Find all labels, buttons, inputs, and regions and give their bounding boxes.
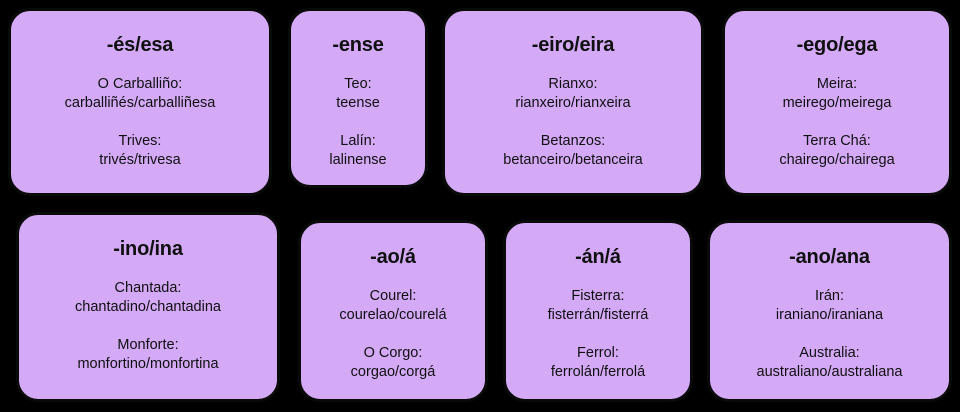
suffix-card-an-a[interactable]: -án/á Fisterra: fisterrán/fisterrá Ferro… [503, 220, 693, 402]
example-place: Rianxo: [548, 76, 598, 92]
suffix-card-es-esa[interactable]: -és/esa O Carballiño: carballiñés/carbal… [8, 8, 272, 196]
example-forms: courelao/courelá [339, 307, 447, 323]
card-examples: Chantada: chantadino/chantadina Monforte… [19, 279, 277, 374]
example-forms: rianxeiro/rianxeira [515, 95, 631, 111]
card-title: -ino/ina [113, 238, 183, 260]
example-entry: Teo: teense [336, 75, 380, 113]
example-forms: monfortino/monfortina [77, 356, 219, 372]
example-entry: Ferrol: ferrolán/ferrolá [551, 344, 645, 382]
card-examples: O Carballiño: carballiñés/carballiñesa T… [11, 75, 269, 170]
suffix-card-ino-ina[interactable]: -ino/ina Chantada: chantadino/chantadina… [16, 212, 280, 402]
example-entry: O Corgo: corgao/corgá [351, 344, 436, 382]
example-place: Trives: [118, 133, 162, 149]
example-entry: Courel: courelao/courelá [339, 287, 446, 325]
example-place: Betanzos: [540, 133, 606, 149]
example-forms: ferrolán/ferrolá [550, 364, 646, 380]
example-entry: Meira: meirego/meirega [783, 75, 892, 113]
example-entry: O Carballiño: carballiñés/carballiñesa [65, 75, 216, 113]
card-examples: Courel: courelao/courelá O Corgo: corgao… [301, 287, 485, 382]
example-entry: Chantada: chantadino/chantadina [75, 279, 221, 317]
example-place: Chantada: [114, 280, 182, 296]
example-place: O Carballiño: [97, 76, 183, 92]
suffix-card-ense[interactable]: -ense Teo: teense Lalín: lalinense [288, 8, 428, 188]
example-forms: chairego/chairega [779, 152, 895, 168]
card-examples: Meira: meirego/meirega Terra Chá: chaire… [725, 75, 949, 170]
example-forms: betanceiro/betanceira [503, 152, 643, 168]
example-forms: trivés/trivesa [99, 152, 181, 168]
example-place: Meira: [816, 76, 858, 92]
card-title: -ao/á [370, 246, 416, 268]
example-entry: Trives: trivés/trivesa [99, 132, 180, 170]
example-place: Lalín: [340, 133, 376, 149]
example-forms: chantadino/chantadina [75, 299, 221, 315]
example-forms: carballiñés/carballiñesa [64, 95, 216, 111]
example-place: Fisterra: [571, 288, 625, 304]
example-entry: Betanzos: betanceiro/betanceira [503, 132, 642, 170]
card-title: -ano/ana [789, 246, 870, 268]
card-examples: Rianxo: rianxeiro/rianxeira Betanzos: be… [445, 75, 701, 170]
example-forms: fisterrán/fisterrá [547, 307, 649, 323]
example-entry: Lalín: lalinense [329, 132, 386, 170]
card-title: -eiro/eira [531, 34, 615, 56]
example-forms: iraniano/iraniana [775, 307, 884, 323]
example-forms: teense [336, 95, 380, 111]
card-examples: Irán: iraniano/iraniana Australia: austr… [710, 287, 949, 382]
suffix-card-ano-ana[interactable]: -ano/ana Irán: iraniano/iraniana Austral… [707, 220, 952, 402]
card-title: -ego/ega [796, 34, 878, 56]
card-examples: Teo: teense Lalín: lalinense [291, 75, 425, 170]
example-entry: Fisterra: fisterrán/fisterrá [548, 287, 649, 325]
example-entry: Irán: iraniano/iraniana [776, 287, 883, 325]
example-place: Terra Chá: [803, 133, 871, 149]
example-forms: meirego/meirega [782, 95, 892, 111]
example-place: Ferrol: [577, 345, 619, 361]
example-forms: lalinense [329, 152, 387, 168]
example-place: Irán: [814, 288, 844, 304]
example-entry: Australia: australiano/australiana [757, 344, 903, 382]
example-place: Monforte: [117, 337, 179, 353]
example-entry: Monforte: monfortino/monfortina [77, 336, 218, 374]
example-forms: corgao/corgá [350, 364, 436, 380]
card-title: -án/á [575, 246, 621, 268]
suffix-card-ao-a[interactable]: -ao/á Courel: courelao/courelá O Corgo: … [298, 220, 488, 402]
suffix-card-ego-ega[interactable]: -ego/ega Meira: meirego/meirega Terra Ch… [722, 8, 952, 196]
example-place: O Corgo: [363, 345, 423, 361]
card-title: -és/esa [106, 34, 174, 56]
example-place: Teo: [344, 76, 372, 92]
example-entry: Terra Chá: chairego/chairega [779, 132, 894, 170]
example-forms: australiano/australiana [756, 364, 903, 380]
suffix-card-eiro-eira[interactable]: -eiro/eira Rianxo: rianxeiro/rianxeira B… [442, 8, 704, 196]
card-examples: Fisterra: fisterrán/fisterrá Ferrol: fer… [506, 287, 690, 382]
example-place: Australia: [799, 345, 860, 361]
example-place: Courel: [369, 288, 417, 304]
example-entry: Rianxo: rianxeiro/rianxeira [515, 75, 630, 113]
card-title: -ense [332, 34, 384, 56]
